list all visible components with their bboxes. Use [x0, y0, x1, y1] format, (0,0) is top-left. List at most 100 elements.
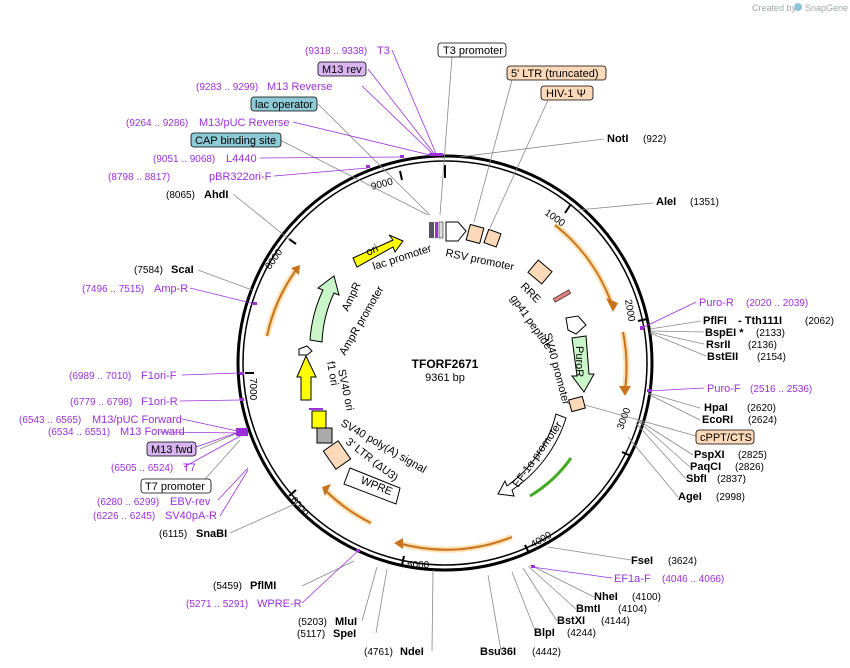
m13rev-label: M13 rev [322, 64, 362, 76]
m13pucf-pos: (6543 .. 6565) [19, 415, 81, 426]
wpre-box [343, 467, 401, 505]
feature-ori-label: ori [364, 243, 380, 259]
pspxi-pos: (2825) [738, 450, 767, 461]
t7-pos: (6505 .. 6524) [111, 463, 173, 474]
hiv-label: HIV-1 Ψ [546, 88, 586, 100]
lac-operator-box [250, 96, 318, 112]
mlui-label: MluI [335, 616, 357, 628]
ecori-pos: (2624) [748, 415, 777, 426]
t7-label: T7 [183, 462, 196, 474]
fsei-pos: (3624) [668, 556, 697, 567]
l4440-label: L4440 [226, 153, 257, 165]
t3-promoter-box [437, 42, 507, 58]
rsrii-label: RsrII [706, 339, 730, 351]
m13reverse-pos: (9283 .. 9299) [196, 82, 258, 93]
fsei-label: FseI [631, 555, 653, 567]
puro-r-label: Puro-R [699, 297, 734, 309]
tick-label-5000: 5000 [407, 560, 430, 571]
paqci-label: PaqCI [690, 461, 721, 473]
ef1a-green-mark [529, 457, 573, 498]
tick-label-3000: 3000 [615, 406, 633, 431]
bstxi-label: BstXI [557, 615, 585, 627]
m13pucr-label: M13/pUC Reverse [199, 117, 289, 129]
ef1a-arrow [497, 413, 567, 497]
snabi-pos: (6115) [159, 529, 187, 540]
primer-mark-f1 [309, 408, 323, 410]
ndei-label: NdeI [400, 646, 424, 658]
scai-label: ScaI [171, 264, 194, 276]
bmti-pos: (4104) [618, 604, 647, 615]
tick-1000 [564, 203, 572, 214]
pflfi-label: PflFI [703, 315, 727, 327]
t3-primer-pos: (9318 .. 9338) [305, 46, 367, 57]
feature-sv40-promoter-label: SV40 promoter [541, 332, 572, 407]
tick-3000 [621, 451, 632, 457]
t3-promoter-label: T3 promoter [443, 45, 503, 57]
t7-promoter-label: T7 promoter [145, 481, 205, 493]
backbone-inner [242, 160, 648, 566]
feature-ef1a-label: EF-1α promoter [511, 419, 565, 489]
pbr322-label: pBR322ori-F [209, 171, 272, 183]
backbone-outer [236, 154, 654, 572]
f1ori-f-label: F1ori-F [141, 370, 177, 382]
sv40pa-r-pos: (6226 .. 6245) [93, 511, 155, 522]
sbfi-label: SbfI [686, 473, 707, 485]
amp-r-primer-label: Amp-R [154, 283, 188, 295]
sv40polya-box [316, 427, 333, 444]
tick-4000 [524, 544, 530, 554]
puro-r-pos: (2020 .. 2039) [746, 298, 808, 309]
feature-f1ori-label: f1 ori [324, 360, 340, 386]
ebv-rev-label: EBV-rev [170, 496, 211, 508]
ef1a-f-pos: (4046 .. 4066) [662, 574, 724, 585]
outer-orf-glow [264, 222, 630, 553]
bsteii-pos: (2154) [757, 352, 786, 363]
bspei-pos: (2133) [756, 328, 785, 339]
hpai-pos: (2620) [747, 403, 776, 414]
m13forward-label: M13 Forward [120, 426, 185, 438]
tick-8000 [288, 238, 297, 245]
lac-box [438, 221, 444, 239]
cap-box [429, 222, 434, 238]
m13pucr-pos: (9264 .. 9286) [126, 118, 188, 129]
ampr-promoter-box [298, 345, 313, 356]
paqci-pos: (2826) [735, 462, 764, 473]
puror-arrow [571, 335, 595, 393]
m13rev-box [317, 61, 367, 77]
tick-label-9000: 9000 [370, 176, 395, 192]
wpre-r-pos: (5271 .. 5291) [186, 599, 248, 610]
scai-pos: (7584) [134, 265, 163, 276]
ltr5-box [465, 223, 485, 245]
pbr322-pos: (8798 .. 8817) [108, 172, 170, 183]
gp41-box [552, 289, 572, 303]
bsteii-label: BstEII [707, 351, 738, 363]
m13fwd-label: M13 fwd [151, 444, 193, 456]
ebv-rev-pos: (6280 .. 6299) [97, 497, 159, 508]
cppt-box [568, 395, 586, 413]
cppt-label-box [695, 429, 755, 445]
nhei-pos: (4100) [632, 592, 661, 603]
t3-primer-label: T3 [377, 45, 390, 57]
t7-promoter-box [140, 478, 212, 494]
m13forward-pos: (6534 .. 6551) [48, 427, 110, 438]
created-by-text: Created by [752, 3, 797, 13]
outer-orf-arcs [266, 224, 628, 551]
tick-6000 [288, 489, 297, 497]
amp-r-primer-pos: (7496 .. 7515) [82, 284, 144, 295]
orf-arc-1 [554, 224, 612, 303]
noti-pos: (922) [643, 134, 666, 145]
bstxi-pos: (4144) [601, 616, 630, 627]
ltr3-box [322, 440, 352, 470]
primer-markers [236, 153, 651, 568]
m13fwd-box [146, 441, 197, 457]
spei-pos: (5117) [297, 629, 325, 640]
feature-ampr-label: AmpR [340, 280, 364, 313]
cap-binding-box [190, 132, 282, 148]
ltr5-label: 5' LTR (truncated) [511, 68, 598, 80]
pflmi-pos: (5459) [213, 581, 242, 592]
mlui-pos: (5203) [298, 617, 327, 628]
sbfi-pos: (2837) [717, 474, 746, 485]
tick-marks [245, 170, 648, 566]
ecori-label: EcoRI [702, 414, 733, 426]
ori-arrow [352, 234, 404, 268]
m13pucf-label: M13/pUC Forward [92, 414, 182, 426]
